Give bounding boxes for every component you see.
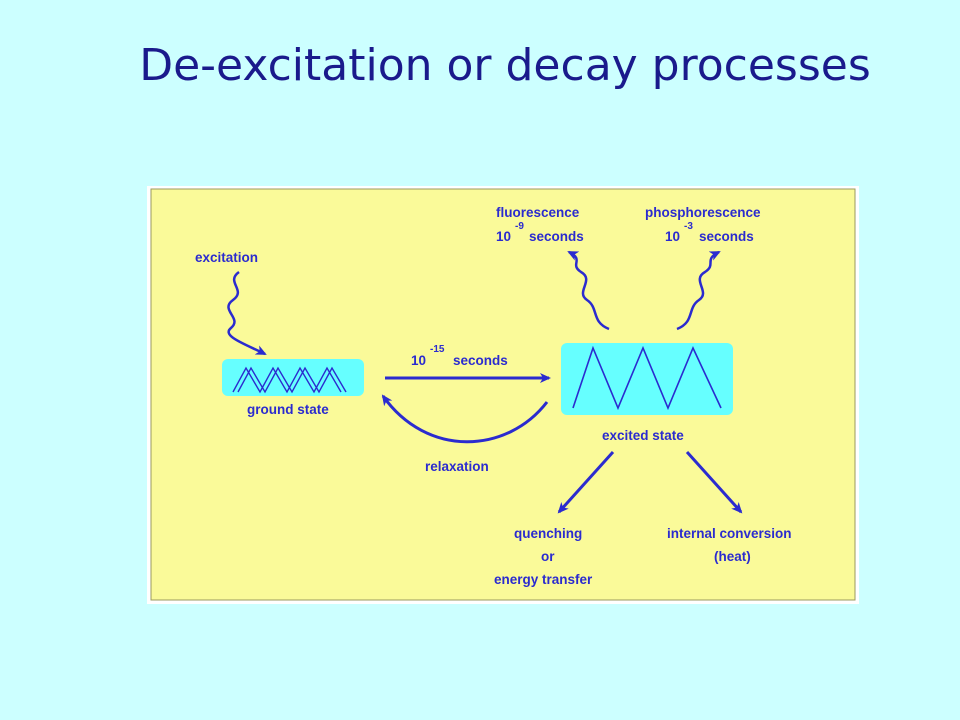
- quenching-line3: energy transfer: [494, 572, 593, 587]
- phosphorescence-base: 10: [665, 229, 680, 244]
- internal-conversion-arrow: [685, 450, 743, 514]
- excitation-arrow: [227, 270, 267, 356]
- quenching-line2: or: [541, 549, 555, 564]
- phosphorescence-exponent: -3: [684, 221, 693, 232]
- slide-title: De-excitation or decay processes: [139, 40, 871, 91]
- fluorescence-label: fluorescence: [496, 205, 580, 220]
- phosphorescence-label: phosphorescence: [645, 205, 761, 220]
- fluorescence-base: 10: [496, 229, 511, 244]
- decay-process-diagram: excitation ground state 10 -15 seconds r…: [150, 188, 856, 601]
- excited-state-box: [561, 343, 733, 415]
- excited-state-label: excited state: [602, 428, 684, 443]
- transfer-unit: seconds: [453, 353, 508, 368]
- phosphorescence-arrow: [676, 250, 721, 331]
- internal-conversion-line2: (heat): [714, 549, 751, 564]
- quenching-arrow: [557, 450, 615, 514]
- fluorescence-arrow: [567, 250, 610, 331]
- ground-state-zigzag: [232, 366, 347, 394]
- excitation-label: excitation: [195, 250, 258, 265]
- diagram-frame: excitation ground state 10 -15 seconds r…: [147, 186, 859, 604]
- ground-state-label: ground state: [247, 402, 329, 417]
- fluorescence-unit: seconds: [529, 229, 584, 244]
- transfer-base: 10: [411, 353, 426, 368]
- excited-state-zigzag: [572, 345, 722, 411]
- relaxation-label: relaxation: [425, 459, 489, 474]
- transfer-exponent: -15: [430, 344, 445, 355]
- quenching-line1: quenching: [514, 526, 582, 541]
- phosphorescence-unit: seconds: [699, 229, 754, 244]
- fluorescence-exponent: -9: [515, 221, 524, 232]
- relaxation-arrow: [381, 394, 549, 444]
- internal-conversion-line1: internal conversion: [667, 526, 792, 541]
